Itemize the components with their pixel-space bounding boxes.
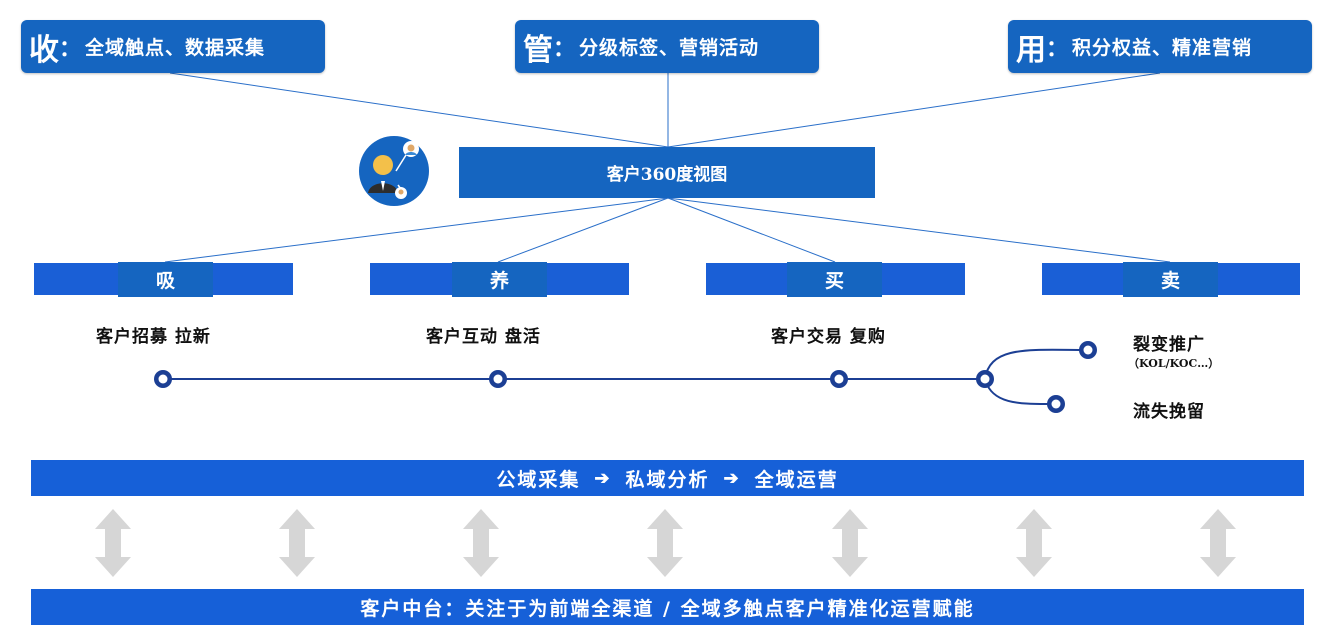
line-center-to-xi bbox=[164, 197, 669, 263]
line-center-to-yang bbox=[497, 197, 669, 263]
customer-360-view-box: 客户360度视图 bbox=[459, 147, 875, 198]
branch-down bbox=[984, 378, 1057, 406]
up-down-arrow-icon bbox=[647, 509, 683, 577]
top-box-yong: 用 ： 积分权益、精准营销 bbox=[1008, 20, 1312, 73]
flow-step-private: 私域分析 bbox=[625, 468, 710, 491]
top-box-big-char: 用 bbox=[1016, 32, 1046, 68]
branch-sub-viral: （KOL/KOC…） bbox=[1128, 357, 1220, 370]
stage-label-mai: 买 bbox=[787, 262, 882, 297]
branch-title-retention: 流失挽留 bbox=[1133, 402, 1205, 422]
timeline-node-mai bbox=[830, 370, 848, 388]
up-down-arrow-icon bbox=[832, 509, 868, 577]
line-center-to-maichu bbox=[667, 197, 1171, 263]
stage-label-maichu: 卖 bbox=[1123, 262, 1218, 297]
stage-label-yang: 养 bbox=[452, 262, 547, 297]
top-box-colon: ： bbox=[1046, 35, 1069, 62]
up-down-arrow-icon bbox=[463, 509, 499, 577]
stage-label-xi: 吸 bbox=[118, 262, 213, 297]
branch-title-viral: 裂变推广 bbox=[1133, 335, 1205, 355]
top-box-text: 积分权益、精准营销 bbox=[1072, 37, 1253, 59]
customer-avatar-icon bbox=[356, 135, 432, 207]
up-down-arrow-icon bbox=[95, 509, 131, 577]
top-box-colon: ： bbox=[553, 35, 576, 62]
line-yong-to-center bbox=[667, 72, 1161, 148]
line-center-to-mai bbox=[667, 197, 836, 263]
customer-platform-band: 客户中台：关注于为前端全渠道 / 全域多触点客户精准化运营赋能 bbox=[31, 589, 1304, 625]
branch-up bbox=[984, 348, 1089, 380]
timeline-node-yang bbox=[489, 370, 507, 388]
flow-step-omni: 全域运营 bbox=[754, 468, 839, 491]
branch-node-viral bbox=[1079, 341, 1097, 359]
top-box-colon: ： bbox=[59, 35, 82, 62]
top-box-text: 全域触点、数据采集 bbox=[85, 37, 266, 59]
flow-step-public: 公域采集 bbox=[496, 468, 581, 491]
arrow-row bbox=[0, 507, 1335, 579]
top-box-guan: 管 ： 分级标签、营销活动 bbox=[515, 20, 819, 73]
top-box-big-char: 收 bbox=[29, 32, 59, 68]
flow-arrow-icon: ➔ bbox=[723, 467, 741, 489]
stage-desc-mai: 客户交易 复购 bbox=[771, 327, 886, 347]
timeline-node-xi bbox=[154, 370, 172, 388]
flow-arrow-icon: ➔ bbox=[594, 467, 612, 489]
timeline-node-maichu bbox=[976, 370, 994, 388]
line-shou-to-center bbox=[169, 72, 669, 148]
top-box-big-char: 管 bbox=[523, 32, 553, 68]
up-down-arrow-icon bbox=[1200, 509, 1236, 577]
stage-desc-yang: 客户互动 盘活 bbox=[426, 327, 541, 347]
top-box-shou: 收 ： 全域触点、数据采集 bbox=[21, 20, 325, 73]
up-down-arrow-icon bbox=[1016, 509, 1052, 577]
up-down-arrow-icon bbox=[279, 509, 315, 577]
branch-node-retention bbox=[1047, 395, 1065, 413]
top-box-text: 分级标签、营销活动 bbox=[579, 37, 760, 59]
process-flow-band: 公域采集 ➔ 私域分析 ➔ 全域运营 bbox=[31, 460, 1304, 496]
stage-desc-xi: 客户招募 拉新 bbox=[96, 327, 211, 347]
